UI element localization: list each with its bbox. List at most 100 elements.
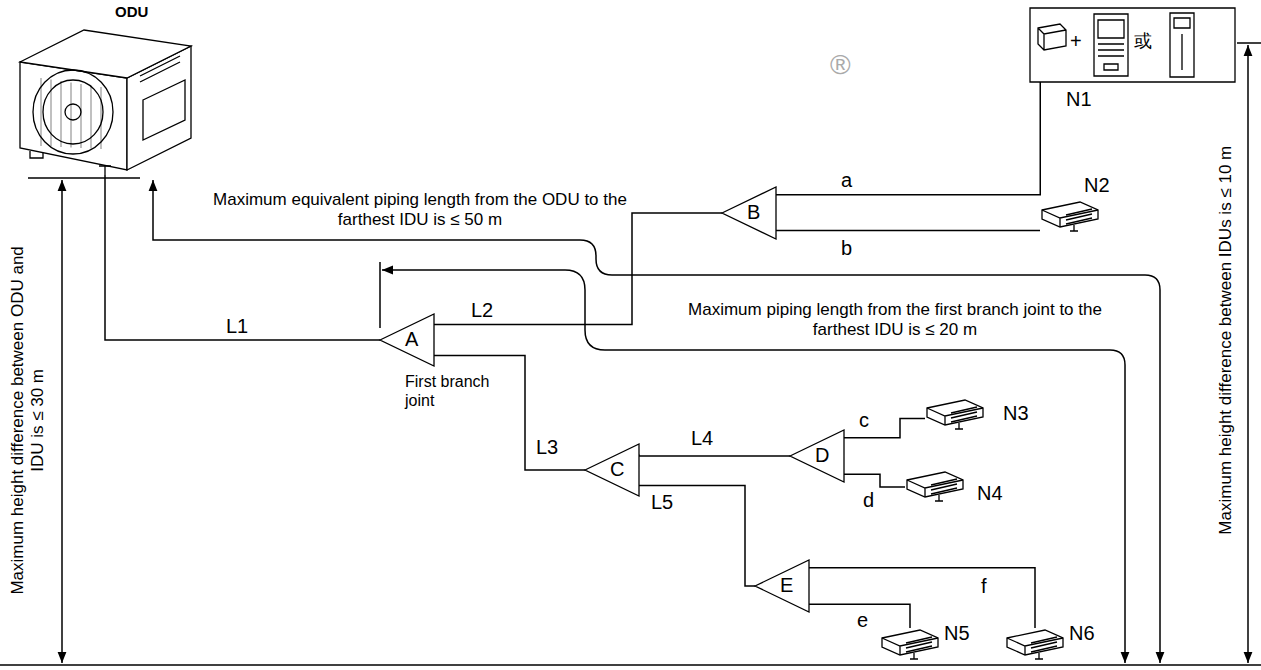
indoor-unit-grille: [951, 407, 977, 422]
indoor-unit: N2: [1040, 200, 1100, 234]
indoor-unit-edge: [907, 480, 963, 497]
dimension-arrow: [61, 180, 63, 663]
pipe-label: L1: [225, 316, 249, 336]
indoor-unit-grille: [906, 637, 932, 652]
indoor-unit-body: [882, 630, 938, 655]
fan-hub: [65, 104, 81, 120]
shape-outline: [15, 20, 195, 175]
shape-outline: [1005, 628, 1065, 662]
unit-label: ODU: [115, 4, 148, 21]
reference-line: [1237, 42, 1261, 44]
pipe-label: f: [980, 576, 988, 596]
outdoor-unit-front: [20, 62, 127, 170]
unit-label: N3: [1003, 402, 1029, 424]
unit-label: 或: [1134, 32, 1152, 52]
refrigerant-pipe: [844, 418, 925, 437]
refrigerant-pipe: [844, 474, 905, 487]
indoor-unit-grille: [1066, 209, 1092, 224]
shape-outline: [880, 628, 940, 662]
refrigerant-pipe: [776, 230, 1040, 232]
reference-tick: [379, 262, 381, 328]
pipe-label: a: [840, 170, 853, 190]
branch-joint: C: [585, 444, 639, 496]
indoor-unit-grille: [931, 479, 957, 494]
reference-line: [28, 177, 140, 179]
indoor-unit: N6: [1005, 628, 1065, 662]
branch-joint-triangle: [722, 187, 776, 239]
side-panel: [140, 56, 185, 140]
branch-joint: B: [722, 187, 776, 239]
control-box-icon: [1094, 14, 1128, 76]
unit-label: N4: [977, 482, 1003, 504]
drain-pipe: [910, 653, 918, 659]
refrigerant-pipe: [434, 356, 585, 470]
pipe-label: d: [862, 490, 875, 510]
pipe-label: L4: [690, 428, 714, 448]
shape-outline: [1040, 200, 1100, 234]
grille-bars: [41, 78, 101, 149]
indoor-unit-body: [927, 400, 983, 425]
joint-letter: B: [747, 201, 760, 223]
indoor-unit-grille: [1031, 637, 1057, 652]
shape-outline: [905, 470, 965, 504]
unit-box: [1030, 8, 1235, 82]
indoor-unit-edge: [1042, 210, 1098, 227]
pipe-label: b: [840, 238, 853, 258]
shape-outline: [925, 398, 985, 432]
unit-box: +或N1: [1030, 8, 1235, 82]
drain-pipe: [1070, 225, 1078, 231]
joint-letter: D: [815, 444, 829, 466]
joint-letter: E: [780, 574, 793, 596]
unit-label: +: [1070, 30, 1082, 52]
fan-ring: [43, 80, 103, 144]
joint-letter: C: [610, 458, 624, 480]
branch-joint-triangle: [755, 560, 809, 612]
branch-joint-triangle: [585, 444, 639, 496]
unit-label: N1: [1066, 88, 1092, 110]
shape-outline: [1030, 8, 1235, 82]
branch-joint-triangle: [380, 314, 434, 366]
refrigerant-pipe: [639, 486, 755, 586]
refrigerant-pipe: [776, 82, 1040, 195]
drain-pipe: [955, 423, 963, 429]
dimension-note: Maximum piping length from the first bra…: [680, 300, 1110, 341]
unit-label: N2: [1084, 174, 1110, 196]
controller-icon: [1038, 24, 1066, 50]
refrigerant-pipe: [434, 213, 722, 324]
fan-grille: [33, 70, 113, 154]
pipe-label: L2: [470, 300, 494, 320]
dimension-note: Maximum equivalent piping length from th…: [205, 190, 635, 231]
branch-joint: A: [380, 314, 434, 366]
drain-pipe: [1035, 653, 1043, 659]
leader-line: [382, 270, 1125, 663]
pipe-label: L5: [650, 492, 674, 512]
indoor-unit-body: [1042, 202, 1098, 227]
unit-label: N6: [1069, 622, 1095, 644]
indoor-unit-edge: [882, 638, 938, 655]
feet-and-valve: [30, 151, 111, 175]
dimension-note: Maximum height difference between ODU an…: [8, 235, 49, 605]
branch-joint: D: [790, 430, 844, 482]
pipe-label: e: [856, 610, 869, 630]
joint-letter: A: [405, 328, 418, 350]
drain-pipe: [935, 495, 943, 501]
callout-note: First branch joint: [405, 372, 515, 410]
indoor-unit: N5: [880, 628, 940, 662]
pipe-label: L3: [535, 437, 559, 457]
refrigerant-pipe: [639, 454, 790, 456]
watermark: ®: [830, 48, 851, 82]
branch-joint: E: [755, 560, 809, 612]
pipe-label: c: [858, 410, 870, 430]
indoor-unit-edge: [927, 408, 983, 425]
indoor-unit: N3: [925, 398, 985, 432]
outdoor-unit-top: [20, 30, 191, 78]
leader-line: [153, 180, 1160, 663]
dimension-arrow: [1247, 45, 1249, 663]
unit-label: N5: [944, 622, 970, 644]
branch-joint-triangle: [790, 430, 844, 482]
water-tank-icon: [1170, 13, 1194, 77]
dimension-note: Maximum height difference between IDUs i…: [1216, 100, 1236, 580]
indoor-unit-body: [907, 472, 963, 497]
indoor-unit-body: [1007, 630, 1063, 655]
ground-line: [0, 664, 1261, 666]
